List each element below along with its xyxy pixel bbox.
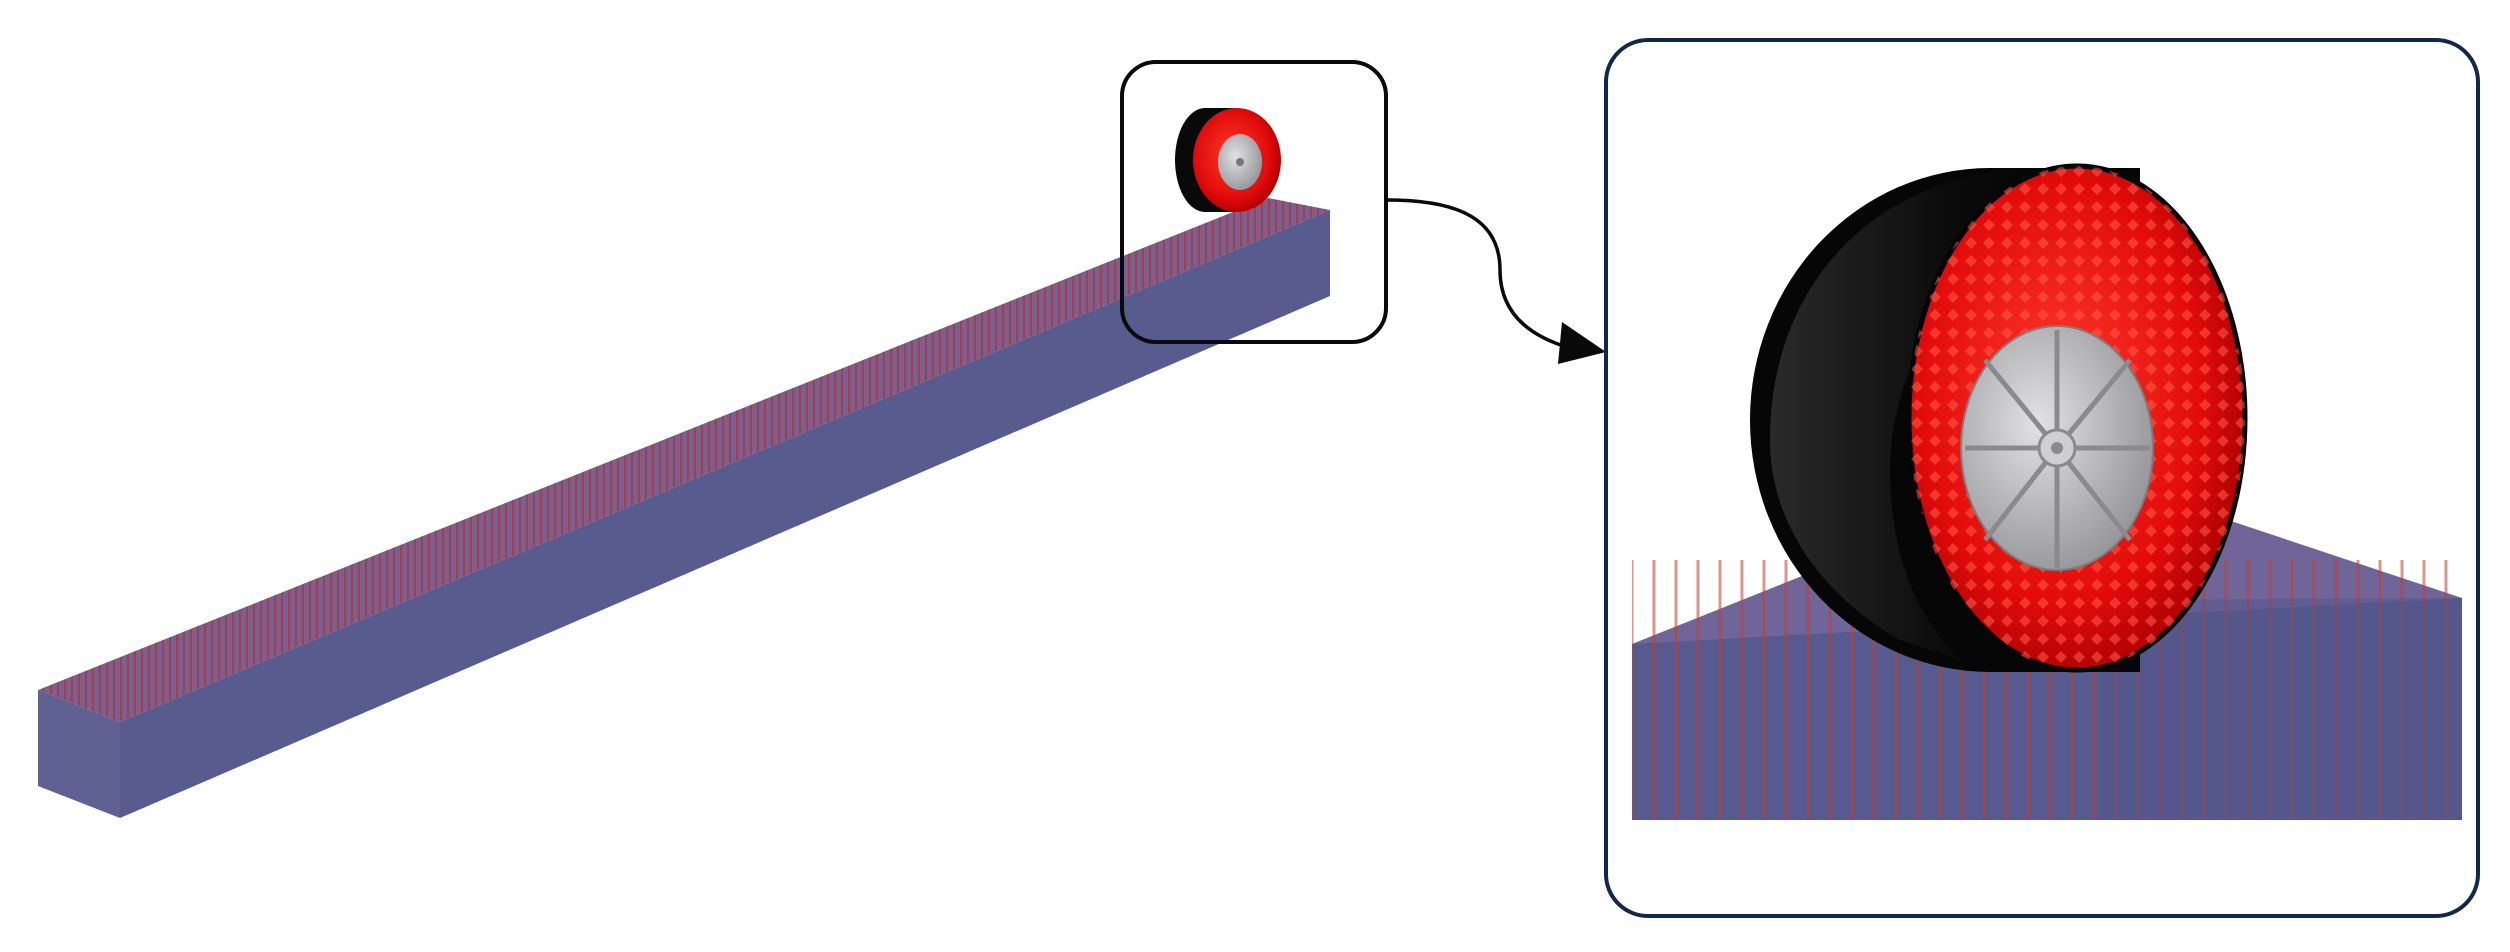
callout-connector bbox=[1387, 198, 1571, 350]
road-slab bbox=[38, 198, 1330, 818]
zoom-panel bbox=[1604, 38, 2480, 918]
callout-frame bbox=[1120, 60, 1388, 344]
tire-large bbox=[1750, 163, 2248, 673]
arrowhead-icon bbox=[1558, 322, 1606, 364]
tire-small bbox=[1175, 108, 1281, 212]
road-slab-top bbox=[38, 198, 1330, 722]
zoom-frame bbox=[1604, 38, 2480, 918]
road-slab-front bbox=[120, 210, 1330, 818]
road-slab-end bbox=[38, 690, 120, 818]
